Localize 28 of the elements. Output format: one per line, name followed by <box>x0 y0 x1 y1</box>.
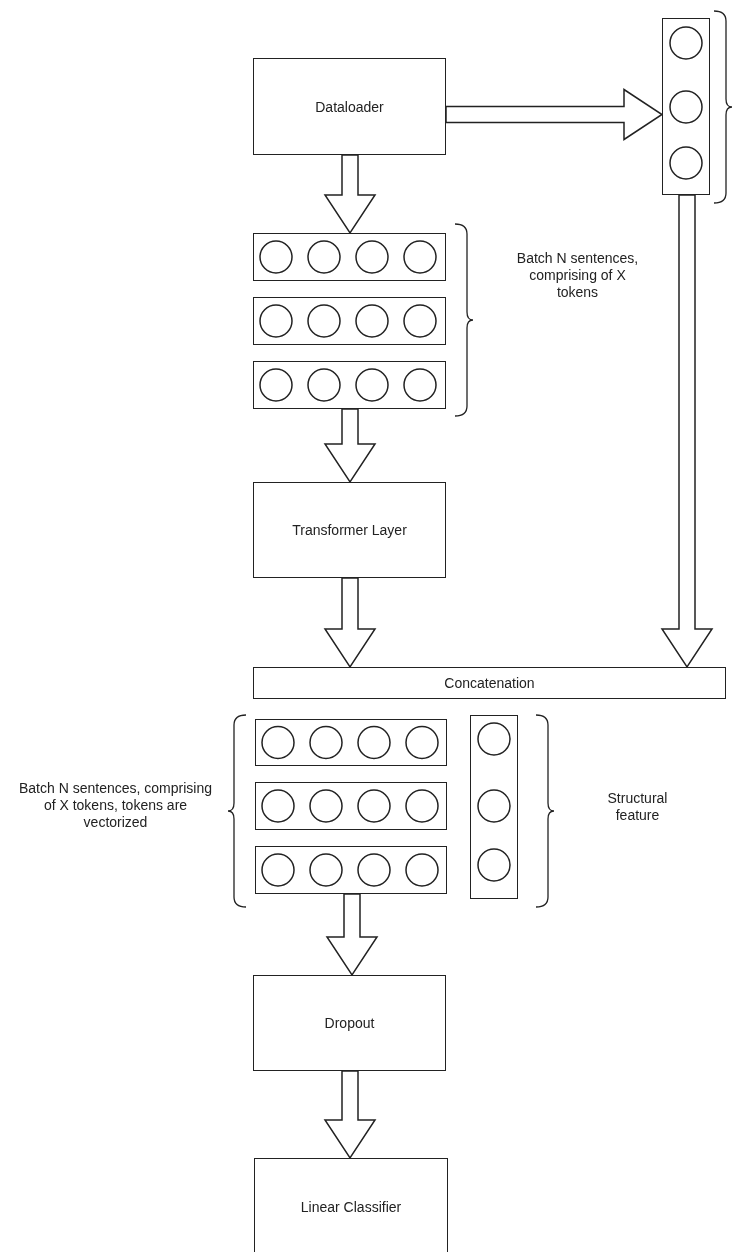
token-row-box <box>255 719 447 766</box>
block-arrow <box>325 893 379 977</box>
token-row-box <box>255 782 447 830</box>
annotation-text: Batch N sentences, comprising of X tokens <box>515 250 640 301</box>
block-arrow <box>323 154 377 235</box>
process-box <box>253 975 446 1071</box>
process-box <box>253 482 446 578</box>
node-label: Dropout <box>324 1015 375 1031</box>
block-arrow <box>660 194 714 669</box>
token-row-box <box>253 297 446 345</box>
block-arrow <box>323 1070 377 1160</box>
block-arrow <box>323 577 377 669</box>
concatenation-bar <box>253 667 726 699</box>
annotation-text: Batch N sentences, comprising of X tokens, tokens are vectorized <box>18 780 213 831</box>
feature-column-box <box>662 18 710 195</box>
process-box <box>253 58 446 155</box>
node-label: Dataloader <box>315 98 384 115</box>
token-row-box <box>255 846 447 894</box>
process-box <box>254 1158 448 1252</box>
feature-column-box <box>470 715 518 899</box>
token-row-box <box>253 361 446 409</box>
annotation-text: Structural feature <box>606 790 669 824</box>
block-arrow <box>445 88 664 141</box>
node-label: Linear Classifier <box>300 1199 402 1215</box>
block-arrow <box>323 408 377 484</box>
node-label: Transformer Layer <box>292 522 407 538</box>
token-row-box <box>253 233 446 281</box>
node-label: Concatenation <box>444 675 535 691</box>
